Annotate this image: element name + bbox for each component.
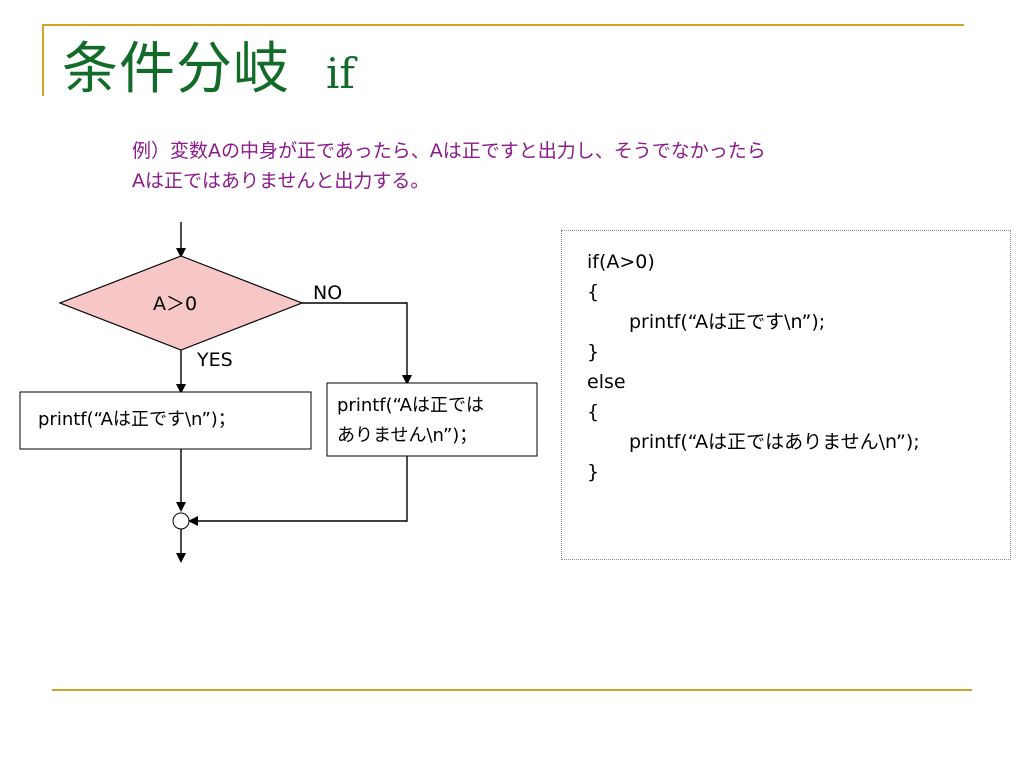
- flowchart: A＞0 NO YES printf(“Aは正です\n”)； printf(“Aは…: [0, 0, 560, 600]
- code-panel: if(A>0) { printf(“Aは正です\n”); } else { pr…: [561, 230, 1011, 560]
- no-process-text-line-2: ありません\n”)；: [337, 425, 478, 446]
- code-line: printf(“Aは正です\n”);: [629, 311, 826, 333]
- yes-process-box: [19, 391, 312, 450]
- condition-label: A＞0: [153, 293, 198, 315]
- merge-connector: [172, 512, 190, 530]
- no-process-box: [326, 382, 538, 457]
- code-line: printf(“Aは正ではありません\n”);: [629, 431, 920, 453]
- title-main: 条件分岐: [62, 37, 290, 102]
- no-box-return-arrow: [188, 456, 408, 526]
- example-line-2: Aは正ではありませんと出力する。: [132, 170, 430, 192]
- code-line: {: [587, 281, 600, 303]
- bottom-rule: [52, 689, 972, 691]
- yes-process-text: printf(“Aは正です\n”)；: [38, 409, 236, 430]
- code-line: {: [587, 401, 600, 423]
- no-process-text-line-1: printf(“Aは正では: [337, 395, 484, 416]
- code-line: }: [587, 461, 600, 483]
- yes-branch-label: YES: [197, 349, 233, 371]
- title-keyword: if: [326, 49, 355, 98]
- no-branch-label: NO: [313, 282, 343, 304]
- example-text: 例）変数Aの中身が正であったら、Aは正ですと出力し、そうでなかったら Aは正では…: [132, 136, 922, 196]
- code-line: if(A>0): [587, 251, 655, 273]
- left-rule: [42, 24, 44, 96]
- flowchart-svg: [19, 222, 538, 563]
- top-rule: [44, 24, 964, 26]
- no-arrow: [302, 302, 412, 385]
- code-line: else: [587, 371, 626, 393]
- page-title: 条件分岐 if: [62, 34, 355, 106]
- code-line: }: [587, 341, 600, 363]
- example-line-1: 例）変数Aの中身が正であったら、Aは正ですと出力し、そうでなかったら: [132, 140, 766, 162]
